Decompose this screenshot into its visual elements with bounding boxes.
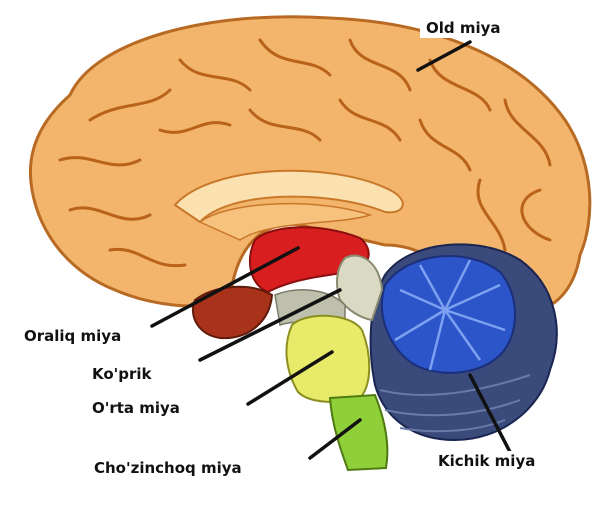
label-old-miya: Old miya bbox=[420, 18, 507, 38]
label-orta-miya: O'rta miya bbox=[86, 398, 186, 418]
label-koprik: Ko'prik bbox=[86, 364, 158, 384]
midbrain-region bbox=[286, 316, 369, 402]
label-chozinchoq-miya: Cho'zinchoq miya bbox=[88, 458, 248, 478]
label-kichik-miya: Kichik miya bbox=[432, 451, 541, 471]
label-oraliq-miya: Oraliq miya bbox=[18, 326, 127, 346]
cerebellum-region bbox=[371, 244, 557, 440]
medulla-region bbox=[330, 395, 387, 470]
